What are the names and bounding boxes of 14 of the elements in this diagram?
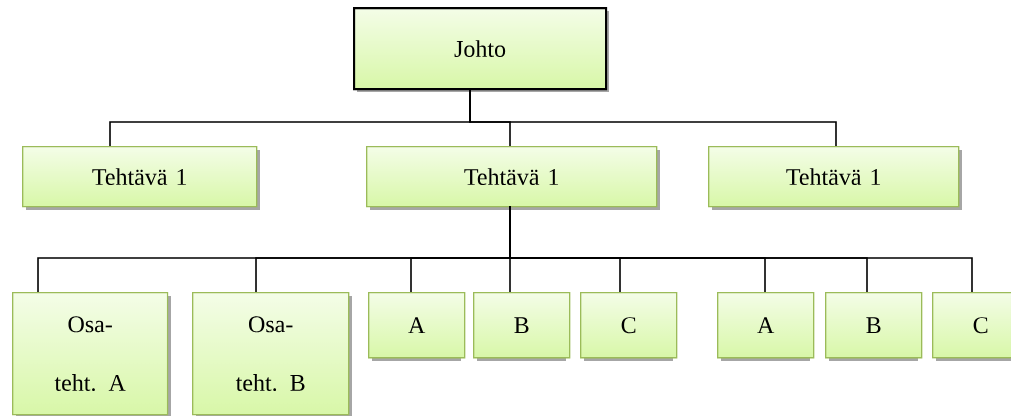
org-box: C	[580, 292, 678, 361]
org-box: Osa- teht. A	[12, 292, 171, 416]
top-box: Johto	[353, 7, 609, 92]
org-box: Osa- teht. B	[192, 292, 352, 416]
org-box: C	[932, 292, 1011, 361]
org-box: Tehtävä 1	[22, 146, 260, 210]
org-box: Tehtävä 1	[708, 146, 962, 210]
connector-line	[469, 87, 837, 147]
org-box: B	[473, 292, 571, 361]
org-box: B	[825, 292, 923, 361]
org-box: A	[368, 292, 466, 361]
org-box: A	[717, 292, 815, 361]
org-box: Tehtävä 1	[366, 146, 660, 210]
connector-line	[509, 205, 973, 293]
